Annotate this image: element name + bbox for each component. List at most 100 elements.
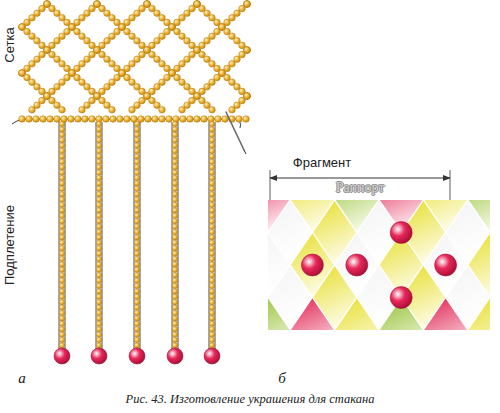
bead [172, 202, 177, 207]
bead [68, 116, 75, 123]
bead [134, 181, 139, 186]
bead [172, 294, 177, 299]
bead [96, 202, 101, 207]
bead [172, 289, 177, 294]
bead [209, 170, 214, 175]
bead [59, 213, 64, 218]
bead [209, 175, 214, 180]
bead [134, 170, 139, 175]
bead [172, 332, 177, 337]
bead [209, 262, 214, 267]
bead [94, 1, 101, 8]
bead [172, 256, 177, 261]
bead [194, 1, 201, 8]
bead [110, 116, 117, 123]
bead [59, 332, 64, 337]
pattern-band [268, 200, 490, 330]
bead [166, 116, 173, 123]
bead [59, 170, 64, 175]
bead [209, 229, 214, 234]
bead [222, 116, 229, 123]
dimension-arrow [270, 170, 450, 200]
bead [209, 127, 214, 132]
bead [134, 316, 139, 321]
bead [96, 143, 101, 148]
bead [96, 148, 101, 153]
bead [124, 116, 131, 123]
bead [134, 300, 139, 305]
pattern-cell [468, 298, 490, 331]
bead [59, 337, 64, 342]
bead [134, 197, 139, 202]
bead [59, 305, 64, 310]
bead [209, 251, 214, 256]
bead [96, 343, 101, 348]
bead [96, 316, 101, 321]
bead [180, 116, 187, 123]
bead [172, 186, 177, 191]
bead [172, 197, 177, 202]
bead [134, 343, 139, 348]
bead [187, 116, 194, 123]
thread-line [59, 122, 65, 362]
bead [209, 240, 214, 245]
bead [59, 294, 64, 299]
bead [109, 107, 116, 114]
bead [145, 116, 152, 123]
bead [236, 116, 243, 123]
bead [243, 116, 250, 123]
bead [59, 343, 64, 348]
bead [172, 224, 177, 229]
bead [159, 116, 166, 123]
bead [194, 1, 201, 8]
bead [209, 321, 214, 326]
bead [134, 143, 139, 148]
bead [59, 283, 64, 288]
bead [59, 197, 64, 202]
bead [244, 1, 251, 8]
bead [244, 93, 251, 100]
pattern-cell [335, 298, 379, 331]
bead [96, 235, 101, 240]
bead [59, 321, 64, 326]
bead [194, 1, 201, 8]
bead [144, 1, 151, 8]
bead [94, 1, 101, 8]
bead [134, 337, 139, 342]
bead [134, 289, 139, 294]
bead [172, 127, 177, 132]
bead [209, 186, 214, 191]
bead [96, 127, 101, 132]
bead [172, 165, 177, 170]
bead [134, 159, 139, 164]
bead [59, 121, 64, 126]
figure-letter: б [278, 370, 286, 387]
bead [59, 159, 64, 164]
bead-fringe [54, 121, 220, 364]
bead [209, 148, 214, 153]
bead [96, 262, 101, 267]
bead [194, 1, 201, 8]
bead [59, 246, 64, 251]
bead [209, 305, 214, 310]
bead [96, 192, 101, 197]
bead [134, 202, 139, 207]
bead [172, 148, 177, 153]
pattern-bead [390, 287, 412, 309]
bead [244, 1, 251, 8]
bead [96, 165, 101, 170]
bead [172, 219, 177, 224]
bead [209, 289, 214, 294]
bead [209, 235, 214, 240]
bead [134, 267, 139, 272]
bead [172, 273, 177, 278]
bead [96, 256, 101, 261]
bead [59, 186, 64, 191]
bead [59, 127, 64, 132]
bead [172, 327, 177, 332]
bead [209, 316, 214, 321]
thread-line [172, 122, 178, 362]
bead [59, 132, 64, 137]
bead [134, 165, 139, 170]
